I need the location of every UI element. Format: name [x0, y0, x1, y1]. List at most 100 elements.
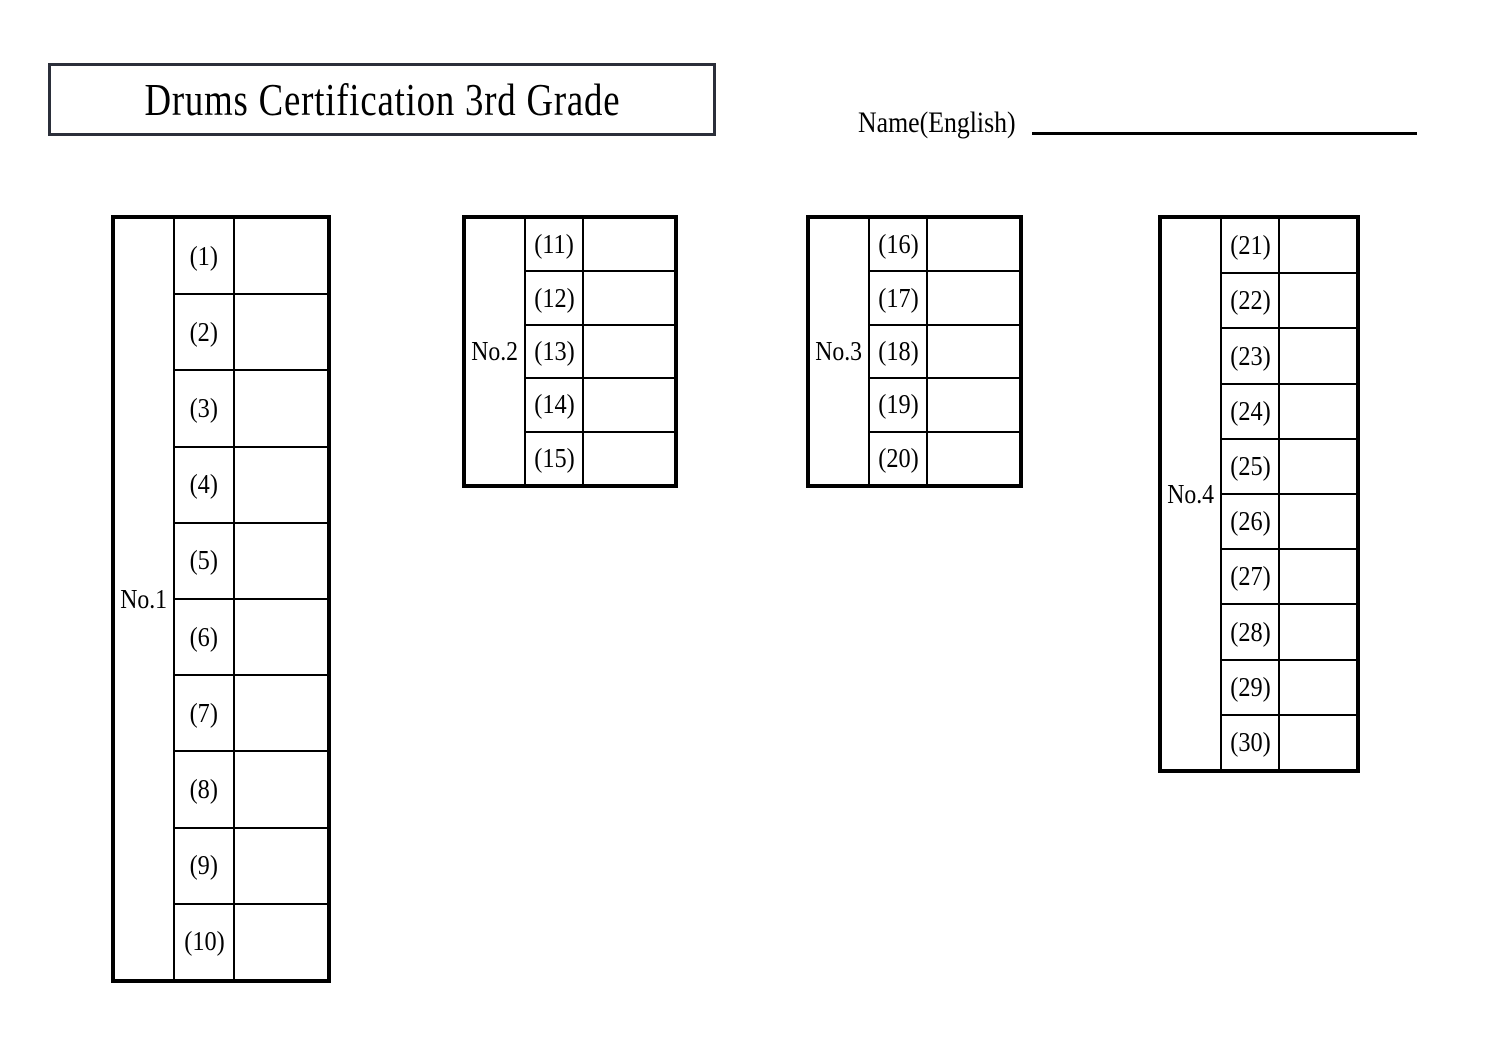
- name-label: Name(English): [858, 106, 1016, 139]
- name-write-line[interactable]: [1032, 132, 1418, 135]
- table-row: (1): [175, 219, 327, 296]
- answer-cell[interactable]: [1280, 605, 1356, 658]
- answer-cell[interactable]: [928, 326, 1019, 377]
- table-row: (15): [526, 432, 674, 485]
- table-rows: (1)(2)(3)(4)(5)(6)(7)(8)(9)(10): [173, 219, 327, 980]
- question-number: (28): [1229, 616, 1271, 647]
- table-label-cell: No.2: [466, 219, 524, 484]
- question-number-cell: (12): [526, 272, 584, 324]
- answer-cell[interactable]: [235, 524, 327, 598]
- table-label: No.4: [1167, 478, 1215, 509]
- answer-cell[interactable]: [584, 326, 674, 377]
- page-title: Drums Certification 3rd Grade: [144, 73, 620, 125]
- title-box: Drums Certification 3rd Grade: [48, 63, 716, 136]
- name-field: Name(English): [858, 106, 1418, 139]
- table-label-cell: No.3: [810, 219, 868, 484]
- question-number: (14): [533, 389, 575, 420]
- answer-cell[interactable]: [1280, 495, 1356, 548]
- question-number-cell: (20): [870, 432, 928, 485]
- question-number: (13): [533, 336, 575, 367]
- question-number-cell: (19): [870, 379, 928, 431]
- question-number: (7): [189, 697, 219, 728]
- answer-table-no2: No.2 (11)(12) (13) (14) (15): [462, 215, 678, 488]
- answer-cell[interactable]: [584, 379, 674, 430]
- answer-cell[interactable]: [1280, 385, 1356, 438]
- answer-cell[interactable]: [235, 829, 327, 903]
- answer-cell[interactable]: [1280, 550, 1356, 603]
- question-number-cell: (16): [870, 219, 928, 271]
- question-number: (30): [1229, 726, 1271, 757]
- question-number-cell: (7): [175, 676, 235, 751]
- question-number-cell: (8): [175, 752, 235, 827]
- answer-cell[interactable]: [928, 219, 1019, 270]
- answer-cell[interactable]: [1280, 219, 1356, 272]
- table-row: (6): [175, 600, 327, 677]
- table-label: No.1: [120, 583, 168, 614]
- table-label-cell: No.4: [1162, 219, 1220, 769]
- answer-cell[interactable]: [1280, 716, 1356, 769]
- question-number: (21): [1229, 230, 1271, 261]
- question-number-cell: (15): [526, 432, 584, 485]
- answer-cell[interactable]: [235, 676, 327, 750]
- question-number-cell: (24): [1222, 384, 1280, 438]
- table-row: (30): [1222, 715, 1356, 770]
- question-number-cell: (17): [870, 272, 928, 324]
- question-number: (10): [183, 926, 225, 957]
- question-number-cell: (3): [175, 371, 235, 446]
- table-row: (9): [175, 828, 327, 905]
- question-number-cell: (29): [1222, 660, 1280, 714]
- table-row: (26): [1222, 495, 1356, 551]
- answer-cell[interactable]: [235, 905, 327, 979]
- answer-cell[interactable]: [928, 433, 1019, 484]
- table-rows: (11)(12) (13) (14) (15): [524, 219, 674, 485]
- table-row: (7): [175, 676, 327, 753]
- table-row: (23): [1222, 329, 1356, 385]
- question-number-cell: (30): [1222, 715, 1280, 770]
- table-row: (13): [526, 325, 674, 380]
- answer-cell[interactable]: [928, 379, 1019, 430]
- question-number-cell: (14): [526, 379, 584, 431]
- question-number: (2): [189, 316, 219, 347]
- question-number-cell: (23): [1222, 329, 1280, 383]
- question-number: (26): [1229, 506, 1271, 537]
- table-row: (2): [175, 295, 327, 372]
- answer-cell[interactable]: [235, 448, 327, 522]
- question-number: (5): [189, 545, 219, 576]
- table-row: (12): [526, 272, 674, 326]
- question-number-cell: (18): [870, 325, 928, 378]
- answer-cell[interactable]: [235, 295, 327, 369]
- question-number-cell: (6): [175, 600, 235, 675]
- answer-cell[interactable]: [1280, 440, 1356, 493]
- table-label: No.3: [815, 336, 863, 366]
- table-rows: (21)(22)(23)(24)(25)(26)(27)(28)(29)(30): [1220, 219, 1356, 770]
- answer-cell[interactable]: [235, 219, 327, 293]
- question-number: (19): [877, 389, 919, 420]
- answer-cell[interactable]: [584, 433, 674, 484]
- answer-cell[interactable]: [235, 600, 327, 674]
- question-number: (15): [533, 442, 575, 473]
- answer-cell[interactable]: [1280, 274, 1356, 327]
- answer-cell[interactable]: [235, 752, 327, 826]
- answer-cell[interactable]: [584, 272, 674, 323]
- answer-cell[interactable]: [235, 371, 327, 445]
- answer-cell[interactable]: [1280, 329, 1356, 382]
- question-number: (22): [1229, 285, 1271, 316]
- question-number: (17): [877, 282, 919, 313]
- answer-cell[interactable]: [584, 219, 674, 270]
- question-number-cell: (21): [1222, 219, 1280, 273]
- answer-cell[interactable]: [1280, 661, 1356, 714]
- table-row: (21): [1222, 219, 1356, 275]
- question-number-cell: (26): [1222, 495, 1280, 549]
- question-number-cell: (11): [526, 219, 584, 271]
- question-number-cell: (2): [175, 295, 235, 370]
- question-number-cell: (25): [1222, 439, 1280, 494]
- table-row: (24): [1222, 384, 1356, 440]
- table-label-cell: No.1: [115, 219, 173, 979]
- question-number: (3): [189, 393, 219, 423]
- question-number: (9): [189, 850, 219, 881]
- question-number: (25): [1229, 450, 1271, 481]
- table-row: (17): [870, 272, 1019, 326]
- table-row: (22): [1222, 274, 1356, 330]
- answer-cell[interactable]: [928, 272, 1019, 323]
- table-row: (8): [175, 752, 327, 829]
